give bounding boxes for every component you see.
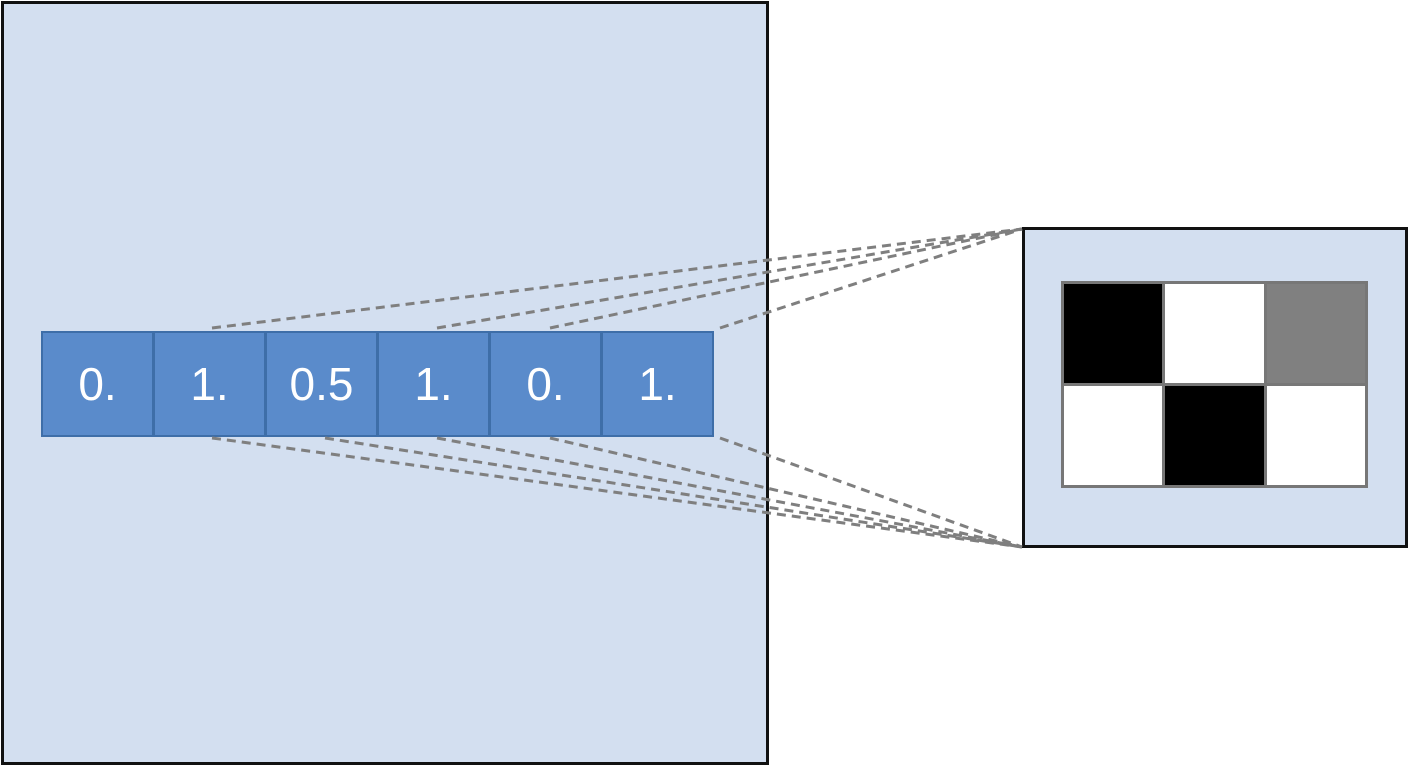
vector-cell: 1. [153,331,266,437]
pixel-grid [1061,281,1368,488]
pixel-cell [1064,386,1163,485]
vector-cell: 0.5 [265,331,378,437]
pixel-cell [1064,284,1163,383]
pixel-cell [1266,284,1365,383]
vector-cell: 1. [377,331,490,437]
vector-cell: 1. [601,331,714,437]
pixel-cell [1165,284,1264,383]
pixel-cell [1165,386,1264,485]
vector-cell: 0. [489,331,602,437]
flattened-vector: 0. 1. 0.5 1. 0. 1. [41,331,720,437]
pixel-cell [1266,386,1365,485]
vector-cell: 0. [41,331,154,437]
